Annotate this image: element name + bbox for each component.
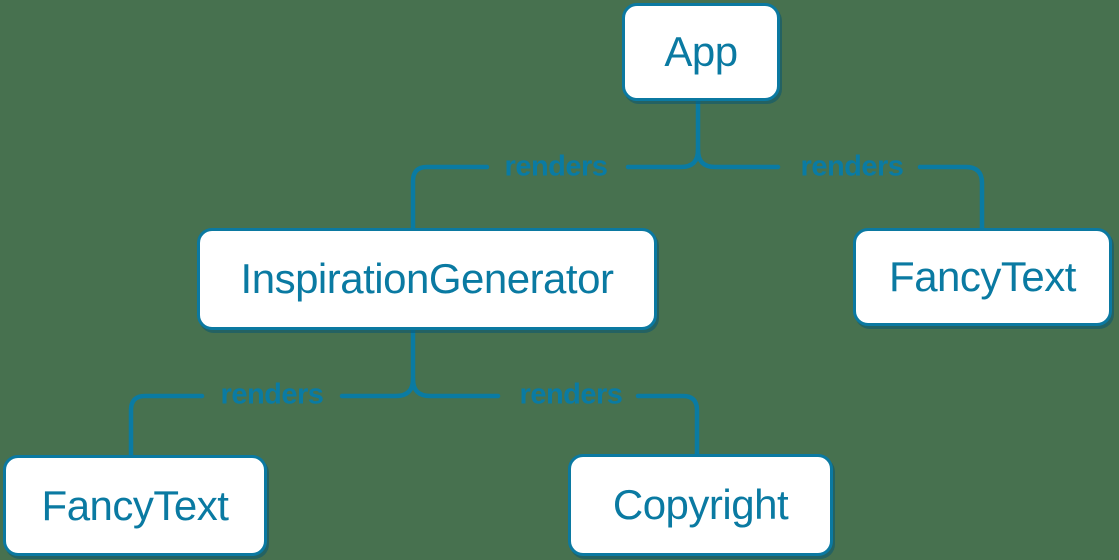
edge-label-renders-inspiration-copyright: renders [519,378,623,411]
node-copyright: Copyright [568,454,833,556]
node-fancytext-bottom: FancyText [3,455,267,556]
edge-into-copyright-segment [635,393,700,458]
edge-into-fancytext-bottom-segment [128,393,205,459]
edge-inspiration-to-copyright-segment [410,376,501,399]
node-fancytext-top-label: FancyText [889,253,1076,300]
node-fancytext-bottom-label: FancyText [41,481,229,529]
node-app-label: App [664,28,738,75]
edge-app-to-fancytext-segment [695,147,781,170]
edge-inspiration-to-fancytext-segment [339,327,416,399]
node-inspiration-generator: InspirationGenerator [197,228,657,330]
edge-label-renders-inspiration-fancytext: renders [220,378,324,411]
node-fancytext-top: FancyText [853,228,1112,326]
node-inspiration-generator-label: InspirationGenerator [240,255,614,302]
edge-into-fancytext-top-segment [917,164,985,232]
edge-app-to-inspiration-segment [625,98,701,170]
edge-into-inspiration-segment [410,164,490,232]
node-app: App [622,3,780,101]
node-copyright-label: Copyright [612,481,789,528]
edge-label-renders-app-fancytext: renders [800,150,904,183]
edge-label-renders-app-inspiration: renders [504,150,608,183]
